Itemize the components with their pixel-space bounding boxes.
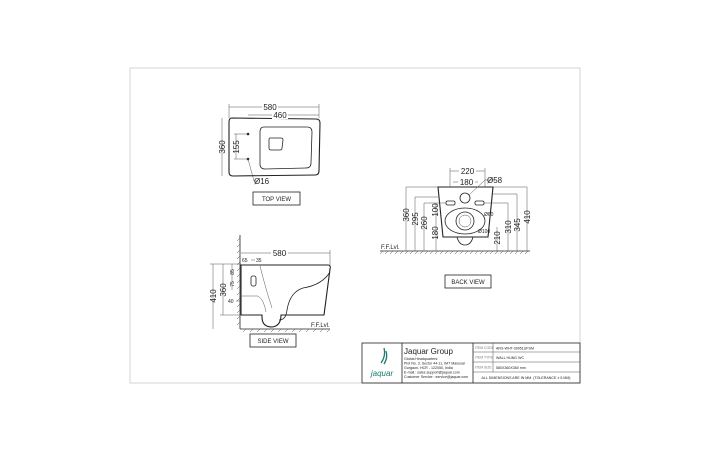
field-value: WALL HUNG WC — [496, 356, 524, 360]
dim-580: 580 — [263, 103, 277, 112]
side-dim-410: 410 — [209, 289, 218, 303]
back-view: Ø60 Ø100 F.F.Lvl. 220 180 Ø58 360 295 26… — [379, 166, 532, 289]
dim-dia16: Ø16 — [254, 177, 270, 186]
jaquar-logo: jaquar — [370, 347, 394, 378]
dimensions-note: ALL DIMENSIONS ARE IN MM. (TOLERANCE ± 5… — [481, 376, 570, 380]
side-dim-75: 75 — [230, 281, 236, 287]
dim-360v: 360 — [402, 208, 411, 222]
address-line: Customer Service : service@jaquar.com — [404, 375, 468, 379]
dim-180: 180 — [460, 178, 474, 187]
dim-180v: 180 — [431, 226, 440, 240]
top-view-label: TOP VIEW — [262, 197, 291, 203]
field-value: 580X360X360 mm — [496, 366, 526, 370]
field-key: ITEM TYPE — [475, 356, 494, 360]
dim-210: 210 — [493, 231, 502, 245]
side-dim-40: 40 — [228, 299, 234, 305]
field-key: ITEM SIZE — [475, 366, 492, 370]
title-block: jaquar Jaquar Group Global Headquarters:… — [361, 342, 581, 384]
dim-dia58: Ø58 — [487, 176, 503, 185]
side-dim-65: 65 — [242, 258, 248, 264]
dim-260: 260 — [420, 216, 429, 230]
side-dim-85: 85 — [230, 269, 236, 275]
top-view: 580 460 360 155 Ø16 TOP VIEW — [218, 102, 321, 206]
dim-dia-inner: Ø60 — [484, 212, 494, 218]
address-line: Plot No. 3, Sector 44-11, IMT Manesar — [404, 362, 466, 366]
dim-360: 360 — [218, 140, 227, 154]
dim-460: 460 — [273, 111, 287, 120]
back-floor-label: F.F.Lvl. — [381, 245, 400, 251]
dim-410v: 410 — [523, 210, 532, 224]
side-dim-580: 580 — [273, 249, 287, 258]
dim-220: 220 — [461, 167, 475, 176]
address-line: E-mail : sales.support@jaquar.com — [404, 371, 460, 375]
field-value: ARS-WHT-39951UFSM — [496, 347, 534, 351]
svg-text:jaquar: jaquar — [370, 369, 394, 378]
dim-310: 310 — [504, 220, 513, 234]
dim-155: 155 — [232, 140, 241, 154]
address-line: Gurgaon, HCR - 122050, India — [404, 366, 453, 370]
dim-345: 345 — [513, 218, 522, 232]
side-view-label: SIDE VIEW — [257, 339, 288, 345]
address-line: Global Headquarters: — [404, 357, 438, 361]
side-floor-label: F.F.Lvl. — [311, 323, 330, 329]
dim-100: 100 — [431, 203, 440, 217]
side-dim-35: 35 — [256, 258, 262, 264]
dim-295: 295 — [411, 212, 420, 226]
back-view-label: BACK VIEW — [451, 280, 485, 286]
side-dim-360: 360 — [219, 283, 228, 297]
dim-dia-outer: Ø100 — [478, 229, 490, 235]
side-view: 580 65 35 410 360 85 75 40 F.F.Lvl. SIDE… — [209, 235, 331, 348]
field-key: ITEM CODE — [475, 346, 495, 350]
drawing-frame — [129, 67, 581, 384]
company-name: Jaquar Group — [404, 347, 453, 356]
